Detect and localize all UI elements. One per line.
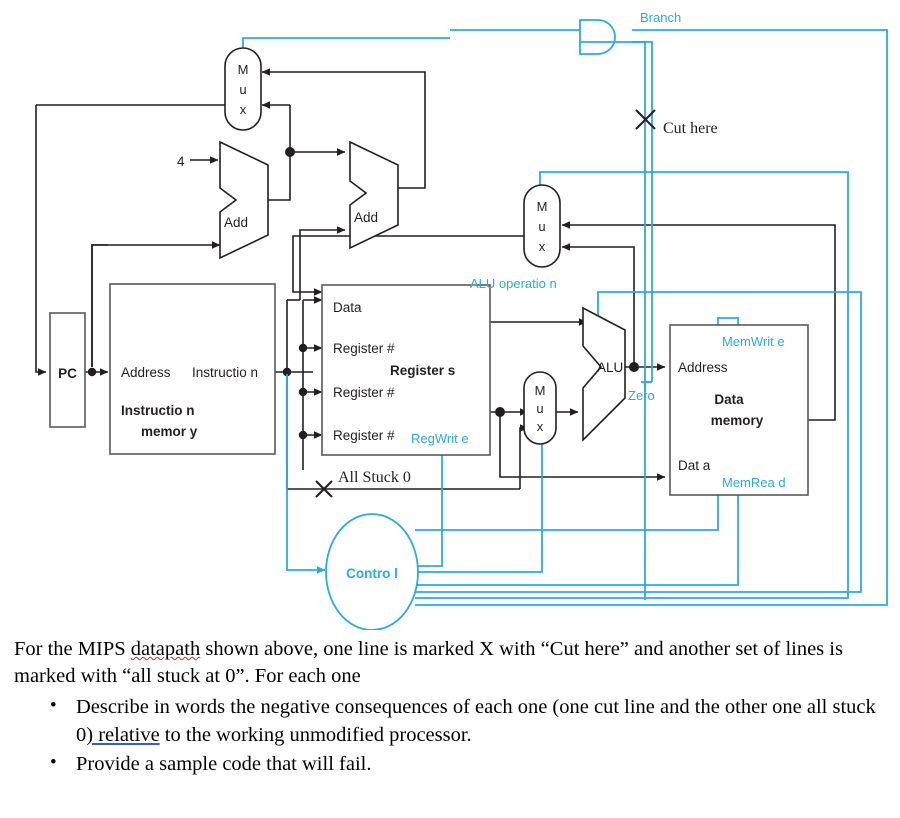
wire-memdata-to-wbmux xyxy=(561,221,836,421)
branch-label: Branch xyxy=(640,10,681,25)
bullet-2-text-a: Provide a sample code that will fail. xyxy=(76,753,372,776)
wire-regfile-outputs xyxy=(490,318,666,481)
mux-alusrc-label-m: M xyxy=(535,383,546,398)
question-bullet-list: • Describe in words the negative conseque… xyxy=(14,694,886,778)
wire-add1-out xyxy=(261,101,346,201)
mux-writeback: M u x xyxy=(523,184,561,268)
regfile-name: Register s xyxy=(390,363,455,378)
mux-alu-src: M u x xyxy=(523,371,557,445)
wire-wbmux-to-regfile xyxy=(292,235,530,296)
bullet-1-text-c: to the working unmodified processor. xyxy=(159,723,472,746)
dmem-name-line1: Data xyxy=(714,392,744,407)
mux-top-label-u: u xyxy=(239,82,246,97)
add-unit-2: Add xyxy=(349,140,399,250)
question-datapath-word: datapath xyxy=(130,638,201,660)
regwrite-label: RegWrit e xyxy=(411,431,469,446)
bullet-glyph: • xyxy=(50,695,57,717)
mux-top-label-x: x xyxy=(240,102,247,117)
wire-alusrc-select xyxy=(415,444,543,573)
regfile-register-port-2: Register # xyxy=(333,385,395,400)
wire-regwrite xyxy=(415,455,443,567)
pc-register: PC xyxy=(49,312,86,428)
dmem-data-port-label: Dat a xyxy=(678,458,711,473)
wire-instruction-to-control xyxy=(286,374,326,574)
add1-label: Add xyxy=(224,215,248,230)
alu-label: ALU xyxy=(597,360,623,375)
control-unit: Contro l xyxy=(325,513,419,630)
wire-offset-to-add2 xyxy=(299,226,346,300)
imem-name-line2: memor y xyxy=(141,424,198,439)
all-stuck-zero-x-icon xyxy=(315,480,333,498)
wire-add2-to-muxtop xyxy=(261,68,426,189)
register-file-block: Data Register # Register s Register # Re… xyxy=(321,284,491,456)
add-unit-1: Add xyxy=(219,140,269,260)
pc-label: PC xyxy=(58,366,77,381)
bullet-1-text-a: Describe in words the negative consequen… xyxy=(76,696,876,746)
add2-label: Add xyxy=(354,210,378,225)
wire-mux-top-to-pc xyxy=(35,104,225,376)
cut-here-label: Cut here xyxy=(663,120,718,137)
wire-branch-to-muxtop-select xyxy=(415,29,888,606)
alu-operation-label: ALU operatio n xyxy=(470,276,557,291)
wire-memread xyxy=(415,495,739,586)
cut-here-x-icon xyxy=(635,109,656,130)
wire-pc-to-imem xyxy=(85,367,109,377)
wire-zero-to-and xyxy=(580,41,653,392)
question-part-1: For the MIPS xyxy=(14,638,131,660)
bullet-glyph: • xyxy=(50,752,57,774)
regfile-register-port-3: Register # xyxy=(333,428,395,443)
instruction-memory-block: Address Instructio n Instructio n memor … xyxy=(109,283,276,455)
regfile-register-port-1: Register # xyxy=(333,341,395,356)
mux-alusrc-label-x: x xyxy=(537,419,544,434)
imem-name-line1: Instructio n xyxy=(121,403,195,418)
bullet-1-text-b: ) relative xyxy=(86,723,160,746)
wire-wbmux-select xyxy=(415,171,849,599)
mux-top: M u x xyxy=(224,47,262,131)
question-text-block: For the MIPS datapath shown above, one l… xyxy=(0,636,900,781)
mux-wb-label-m: M xyxy=(537,199,548,214)
imem-instruction-port-label: Instructio n xyxy=(192,365,258,380)
wire-aluop-to-alu xyxy=(415,291,862,593)
constant-four-label: 4 xyxy=(177,154,185,169)
imem-address-port-label: Address xyxy=(121,365,171,380)
control-label: Contro l xyxy=(346,566,398,581)
memread-label: MemRea d xyxy=(722,475,786,490)
dmem-name-line2: memory xyxy=(711,413,764,428)
wire-memwrite xyxy=(415,317,739,531)
mux-wb-label-u: u xyxy=(538,219,545,234)
regfile-data-port-label: Data xyxy=(333,300,362,315)
memwrite-label: MemWrit e xyxy=(722,334,785,349)
question-paragraph: For the MIPS datapath shown above, one l… xyxy=(14,636,886,690)
wire-muxtop-select xyxy=(242,37,450,48)
mux-top-label-m: M xyxy=(238,62,249,77)
and-gate-branch xyxy=(579,19,616,55)
bullet-item-2: • Provide a sample code that will fail. xyxy=(50,751,886,778)
zero-label: Zero xyxy=(628,388,655,403)
bullet-item-1: • Describe in words the negative conseque… xyxy=(50,694,886,749)
data-memory-block: MemWrit e Address Data memory Dat a MemR… xyxy=(669,324,809,496)
dmem-address-port-label: Address xyxy=(678,360,728,375)
question-part-3: shown above, one line is marked X with “… xyxy=(14,638,843,688)
mips-datapath-diagram: PC Address Instructio n Instructio n mem… xyxy=(35,10,888,630)
all-stuck-zero-label: All Stuck 0 xyxy=(338,469,411,486)
mux-alusrc-label-u: u xyxy=(536,401,543,416)
mux-wb-label-x: x xyxy=(539,239,546,254)
alu-unit: ALU xyxy=(582,306,626,442)
wire-pc-to-add1 xyxy=(91,241,221,367)
